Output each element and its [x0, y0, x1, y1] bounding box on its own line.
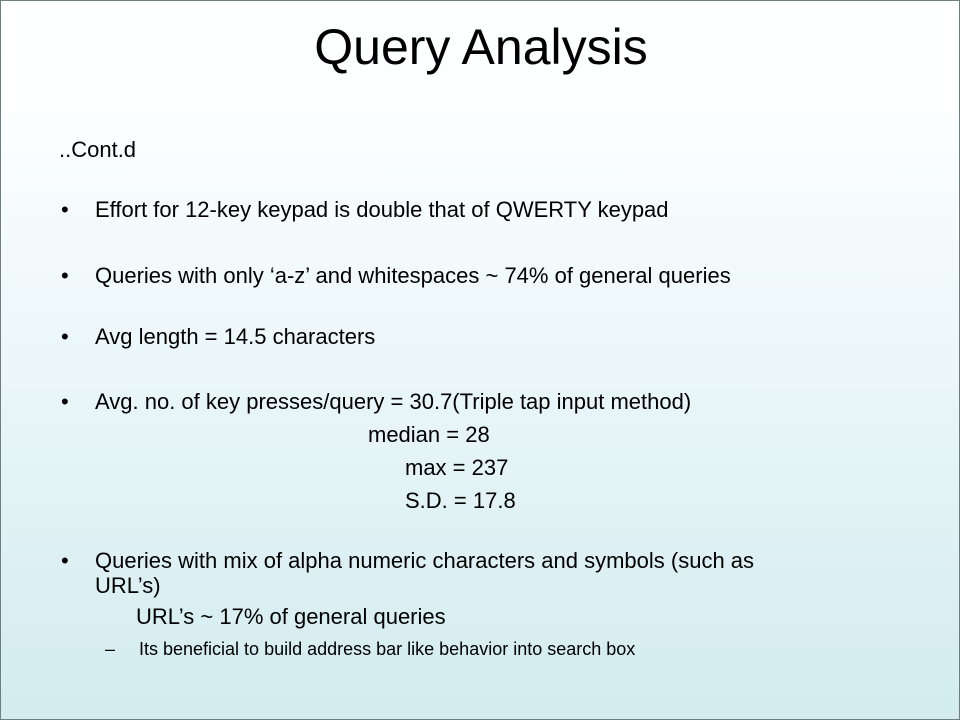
bullet-az-queries: Queries with only ‘a-z’ and whitespaces …: [95, 263, 731, 288]
bullet-mixed-queries: Queries with mix of alpha numeric charac…: [95, 548, 755, 573]
bullet-mixed-queries-continued: URL’s): [95, 573, 161, 598]
continued-label: ..Cont.d: [59, 137, 137, 162]
sub-bullet-address-bar: Its beneficial to build address bar like…: [139, 639, 636, 659]
bullet-marker: •: [61, 263, 69, 288]
stat-median: median = 28: [368, 422, 490, 447]
bullet-marker: •: [61, 197, 69, 222]
stat-max: max = 237: [405, 455, 509, 480]
bullet-key-presses: Avg. no. of key presses/query = 30.7(Tri…: [95, 389, 692, 414]
bullet-marker: •: [61, 389, 69, 414]
sub-bullet-marker: –: [105, 639, 116, 659]
bullet-marker: •: [61, 324, 69, 349]
url-share-line: URL’s ~ 17% of general queries: [136, 604, 446, 629]
slide-title: Query Analysis: [314, 19, 648, 75]
bullet-keypad-effort: Effort for 12-key keypad is double that …: [95, 197, 669, 222]
stat-sd: S.D. = 17.8: [405, 488, 516, 513]
bullet-avg-length: Avg length = 14.5 characters: [95, 324, 376, 349]
bullet-marker: •: [61, 548, 69, 573]
